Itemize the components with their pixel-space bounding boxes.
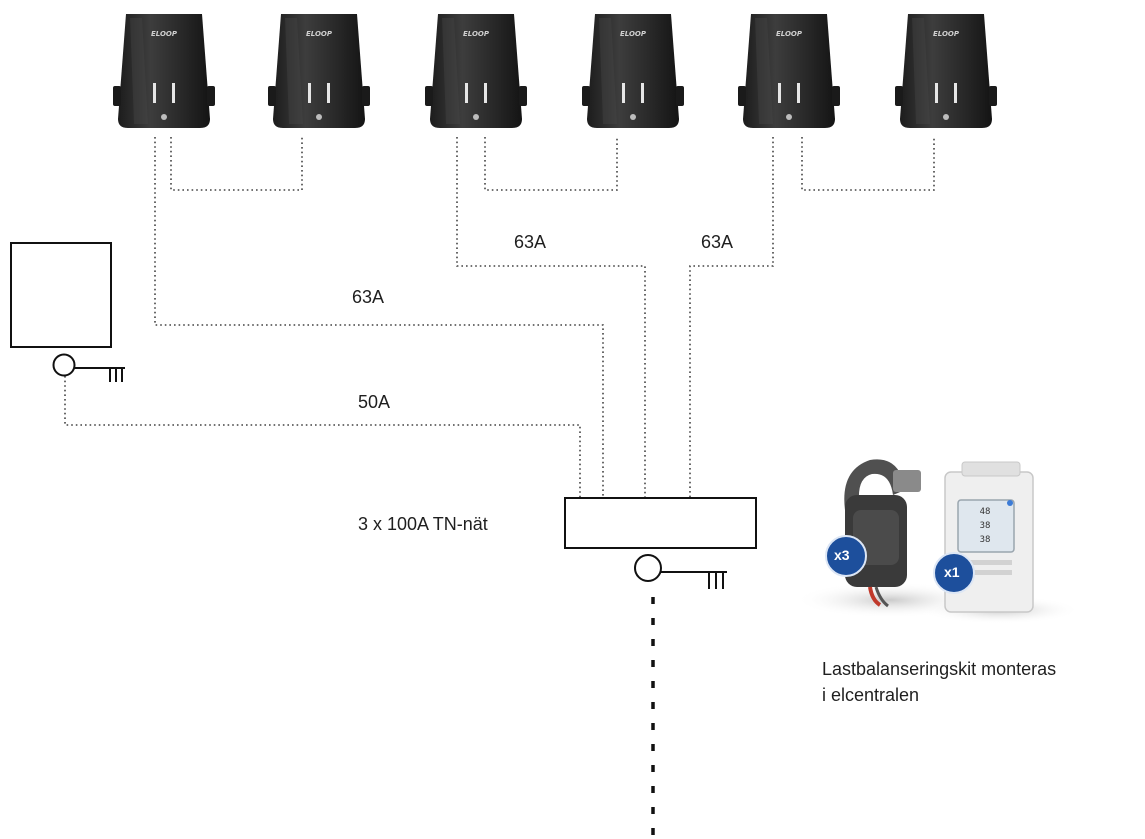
charger-5: [738, 14, 840, 128]
charger-1: [113, 14, 215, 128]
cable-middle-pair: [456, 137, 646, 497]
cable-right-pair: [689, 137, 774, 497]
link-charger-5-6: [801, 137, 935, 191]
charger-3: [425, 14, 527, 128]
clamp-badge-label: x3: [834, 547, 850, 563]
sub-panel: [10, 242, 112, 348]
main-panel-label: 3 x 100A TN-nät: [358, 514, 488, 534]
cable-label-middle-pair: 63A: [514, 232, 547, 252]
kit-caption-line-2: i elcentralen: [822, 685, 920, 705]
svg-text:38: 38: [980, 535, 991, 545]
main-panel-meter-key-icon: [634, 554, 727, 589]
clamp-badge: [825, 535, 867, 577]
cable-label-right-pair: 63A: [701, 232, 734, 252]
charger-2: [268, 14, 370, 128]
sub-panel-meter-key-icon: [52, 353, 125, 382]
link-charger-1-2: [170, 137, 303, 191]
charger-6: [895, 14, 997, 128]
kit-caption: Lastbalanseringskit monteras i elcentral…: [822, 656, 1056, 708]
link-charger-3-4: [484, 137, 618, 191]
cable-label-left-pair: 63A: [352, 287, 385, 307]
cable-left-pair: [154, 137, 604, 497]
svg-text:48: 48: [980, 507, 991, 517]
svg-text:38: 38: [980, 521, 991, 531]
meter-badge: [933, 552, 975, 594]
cable-sub-panel: [64, 376, 581, 497]
kit-caption-line-1: Lastbalanseringskit monteras: [822, 659, 1057, 679]
cable-label-sub-panel: 50A: [358, 392, 391, 412]
main-panel: [564, 497, 757, 549]
load-balancing-kit: 48 38 38: [795, 459, 1080, 624]
meter-badge-label: x1: [944, 564, 960, 580]
charger-4: [582, 14, 684, 128]
